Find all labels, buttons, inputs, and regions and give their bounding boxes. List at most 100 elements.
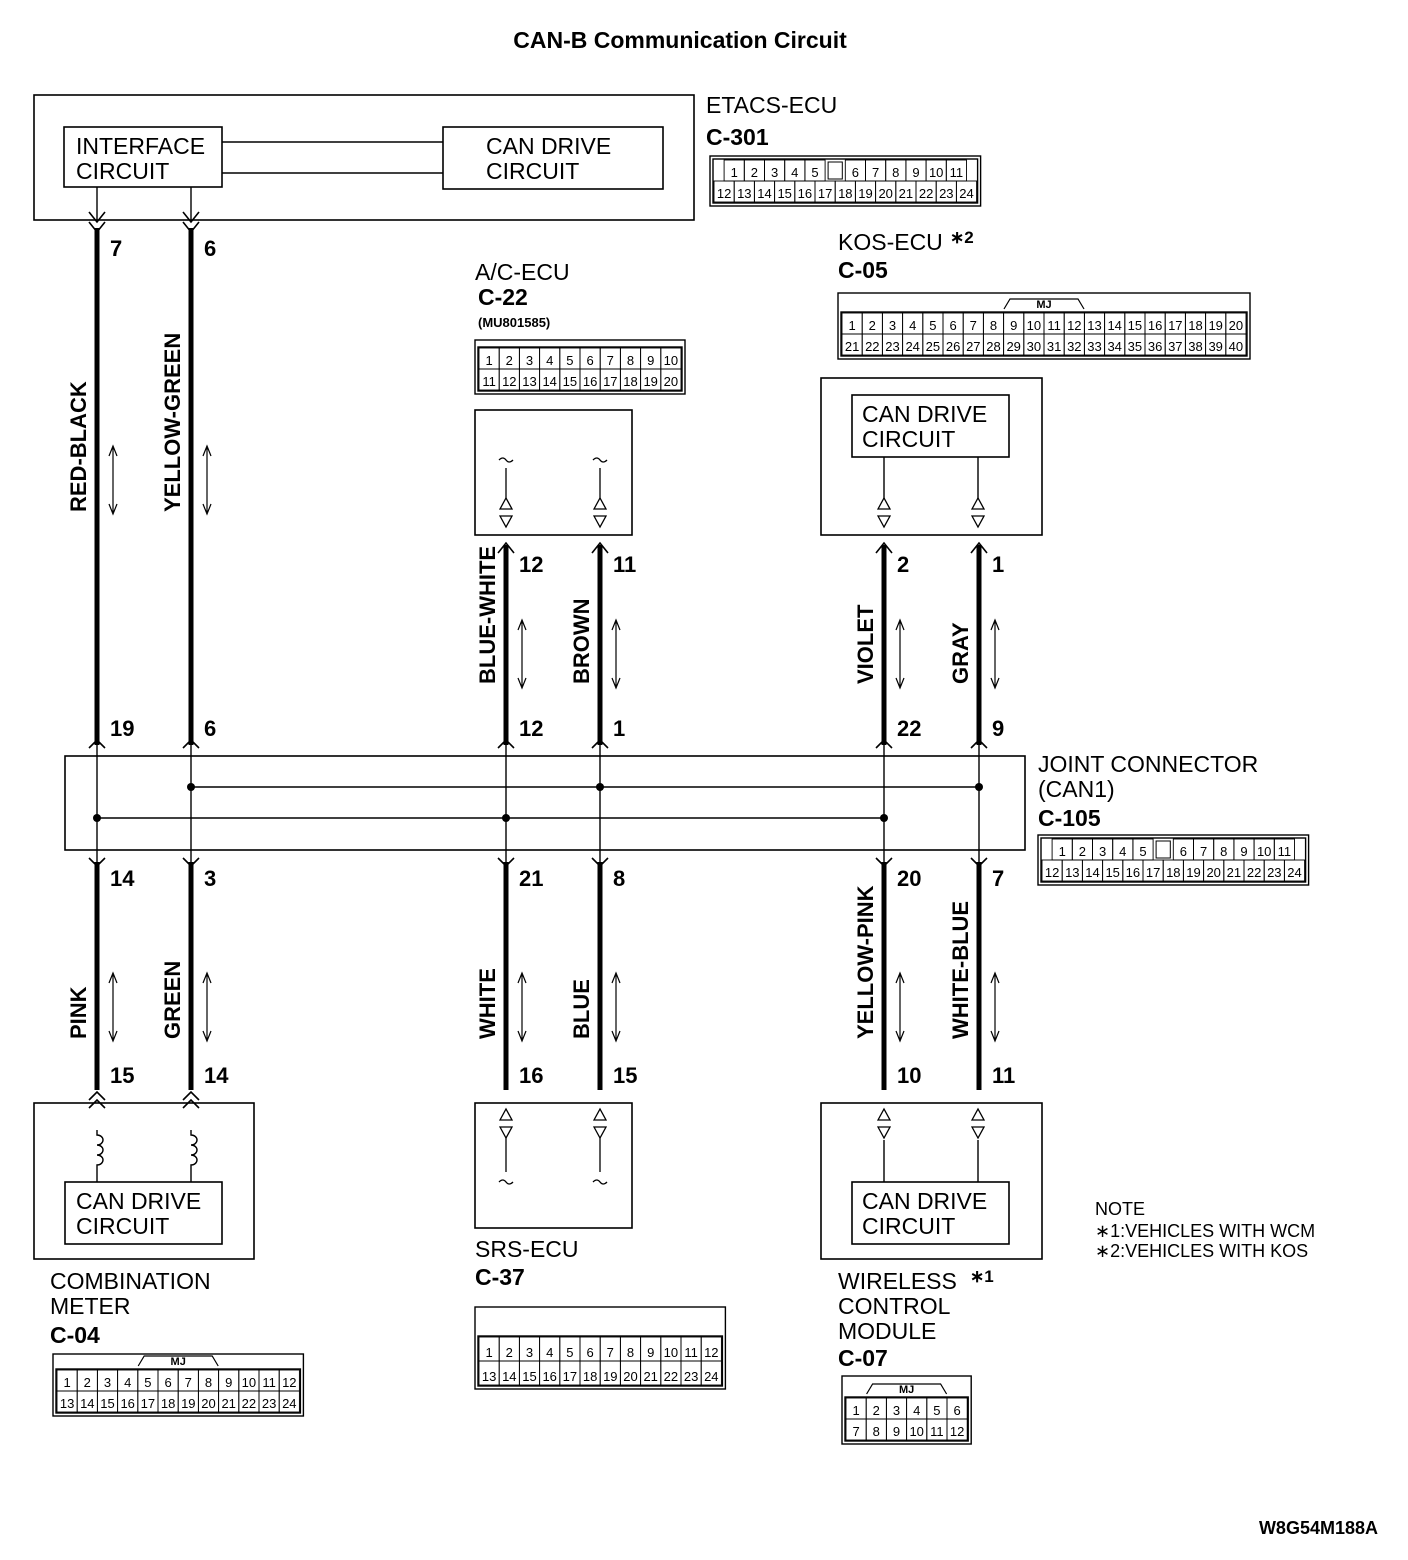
combo-name-1: COMBINATION <box>50 1268 211 1294</box>
connector-pin: 3 <box>889 318 896 333</box>
connector-pin: 38 <box>1188 339 1202 354</box>
connector-pin: 5 <box>929 318 936 333</box>
connector-pin: 6 <box>586 1345 593 1360</box>
etacs-drive-label-1: CAN DRIVE <box>486 133 611 159</box>
connector-pin: 11 <box>950 165 964 180</box>
connector-pin: 11 <box>1047 318 1061 333</box>
connector-pin: 11 <box>262 1375 276 1390</box>
terminal-chevron <box>970 541 988 554</box>
combination-meter: CAN DRIVE CIRCUIT COMBINATION METER C-04… <box>33 1102 305 1417</box>
connector-pin: 5 <box>566 1345 573 1360</box>
connector-pin: 13 <box>482 1369 496 1384</box>
terminal-triangle-icon <box>498 496 514 529</box>
connector-pin: 10 <box>664 353 678 368</box>
wcm-drive-label-2: CIRCUIT <box>862 1213 955 1239</box>
terminal-chevron <box>591 738 609 749</box>
kos-ecu-name: KOS-ECU <box>838 229 943 255</box>
connector-pin: 10 <box>242 1375 256 1390</box>
pin-number: 15 <box>110 1063 134 1088</box>
connector-pin: 14 <box>542 374 556 389</box>
connector-pin: 8 <box>873 1424 880 1439</box>
wire-color-label: YELLOW-PINK <box>853 885 878 1039</box>
connector-outline <box>841 1375 972 1445</box>
connector-pin: 17 <box>603 374 617 389</box>
connector-pin: 11 <box>1278 844 1292 859</box>
connector-pin: 23 <box>885 339 899 354</box>
connector-pin: 23 <box>939 186 953 201</box>
note-line-2: ∗2:VEHICLES WITH KOS <box>1095 1241 1308 1261</box>
terminal-chevron <box>182 738 200 749</box>
terminal-triangle-icon <box>970 1107 986 1140</box>
connector-inner <box>1040 837 1307 883</box>
connector-pin: 32 <box>1067 339 1081 354</box>
terminal-triangle-icon <box>970 496 986 529</box>
signal-arrow-icon <box>611 971 621 1043</box>
connector-outline <box>709 155 982 207</box>
connector-pin: 1 <box>852 1403 859 1418</box>
connector-pin: 17 <box>1146 865 1160 880</box>
pin-number: 7 <box>110 236 122 261</box>
connector-pin: 6 <box>586 353 593 368</box>
connector-pin: 1 <box>1059 844 1066 859</box>
pin-number: 12 <box>519 552 543 577</box>
wcm-drive-label-1: CAN DRIVE <box>862 1188 987 1214</box>
etacs-ecu: INTERFACE CIRCUIT CAN DRIVE CIRCUIT ETAC… <box>33 92 982 221</box>
connector-pin: 11 <box>482 374 496 389</box>
connector-pin: 5 <box>566 353 573 368</box>
connector-inner <box>477 346 683 392</box>
terminal-triangle-icon <box>592 1107 608 1140</box>
connector-pin: 24 <box>704 1369 718 1384</box>
diagram-title: CAN-B Communication Circuit <box>513 27 847 53</box>
combo-name-2: METER <box>50 1293 131 1319</box>
connector-pin: 14 <box>1107 318 1121 333</box>
connector-pin: 7 <box>185 1375 192 1390</box>
connector-pin: 6 <box>949 318 956 333</box>
wires-layer: RED-BLACK YELLOW-GREEN BLUE-WHITE BROWN … <box>66 211 1015 1185</box>
wire-color-label: WHITE <box>475 968 500 1039</box>
connector-pin: 22 <box>242 1396 256 1411</box>
connector-pin: 22 <box>1247 865 1261 880</box>
connector-pin: 26 <box>946 339 960 354</box>
connector-pin: 23 <box>1267 865 1281 880</box>
connector-pin: 22 <box>919 186 933 201</box>
connector-pin: 1 <box>485 353 492 368</box>
connector-pin: 20 <box>664 374 678 389</box>
connector-cell <box>278 1390 300 1413</box>
kos-drive-label-2: CIRCUIT <box>862 426 955 452</box>
connector-pin: 12 <box>717 186 731 201</box>
connector-pin: 8 <box>205 1375 212 1390</box>
connector-pin: 16 <box>1148 318 1162 333</box>
ac-ecu-name: A/C-ECU <box>475 259 570 285</box>
pin-number: 11 <box>992 1063 1015 1088</box>
connector-outline <box>52 1353 305 1417</box>
terminal-chevron <box>182 211 200 234</box>
connector-pin: 35 <box>1128 339 1142 354</box>
connector-pin: 13 <box>737 186 751 201</box>
terminal-chevron <box>875 738 893 749</box>
connector-pin: 8 <box>627 1345 634 1360</box>
connector-mj-label: MJ <box>171 1356 186 1368</box>
terminal-chevron <box>875 541 893 554</box>
connector-pin: 21 <box>899 186 913 201</box>
connector-pin: 13 <box>522 374 536 389</box>
kos-ecu-mark: ∗2 <box>950 228 974 247</box>
connector-pin: 19 <box>858 186 872 201</box>
connector-pin: 5 <box>933 1403 940 1418</box>
connector-pin: 15 <box>563 374 577 389</box>
connector-inner <box>840 311 1248 357</box>
connector-pin: 9 <box>893 1424 900 1439</box>
connector-pin: 25 <box>926 339 940 354</box>
connector-pin: 16 <box>1126 865 1140 880</box>
wireless-control-module: CAN DRIVE CIRCUIT WIRELESS ∗1 CONTROL MO… <box>820 1102 1043 1445</box>
etacs-interface-label-2: CIRCUIT <box>76 158 169 184</box>
wire-color-label: BLUE <box>569 979 594 1039</box>
combo-drive-label-1: CAN DRIVE <box>76 1188 201 1214</box>
connector-pin: 4 <box>1119 844 1126 859</box>
connector-pin: 24 <box>959 186 973 201</box>
connector-pin: 16 <box>120 1396 134 1411</box>
pin-number: 1 <box>992 552 1004 577</box>
terminal-chevron <box>182 1090 200 1109</box>
